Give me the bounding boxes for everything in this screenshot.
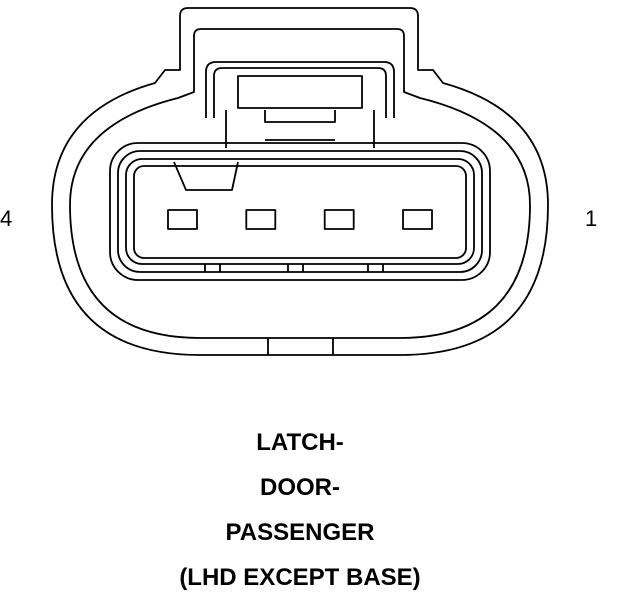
pin-terminal [245,209,277,230]
polarization-key [173,161,239,191]
locking-tab-outer [205,61,395,118]
pin-terminals [167,209,433,230]
connector-diagram [51,7,549,356]
pin-number-label-right: 1 [585,206,598,231]
connector-inner-housing [69,28,531,339]
pin-terminal [402,209,433,230]
locking-tab-stem [225,110,375,148]
connector-face-cavity [133,165,467,259]
bottom-key-tab [267,338,334,355]
caption-line-2: DOOR- [260,474,340,501]
connector-face-outer [109,142,491,281]
bottom-rail-ticks [204,264,384,272]
connector-caption: LATCH- DOOR- PASSENGER (LHD EXCEPT BASE) [0,424,600,604]
caption-line-1: LATCH- [256,429,344,456]
connector-face-mid [117,150,483,273]
pin-terminal [167,209,198,230]
connector-outer-housing [51,7,549,356]
pin-number-label-left: 4 [0,206,13,231]
pin-terminal [323,209,355,230]
locking-tab-latch [237,75,363,109]
connector-face-inner [125,158,475,265]
caption-line-3: PASSENGER [225,519,375,546]
locking-tab-inner [213,67,387,118]
caption-line-4: (LHD EXCEPT BASE) [179,564,421,591]
